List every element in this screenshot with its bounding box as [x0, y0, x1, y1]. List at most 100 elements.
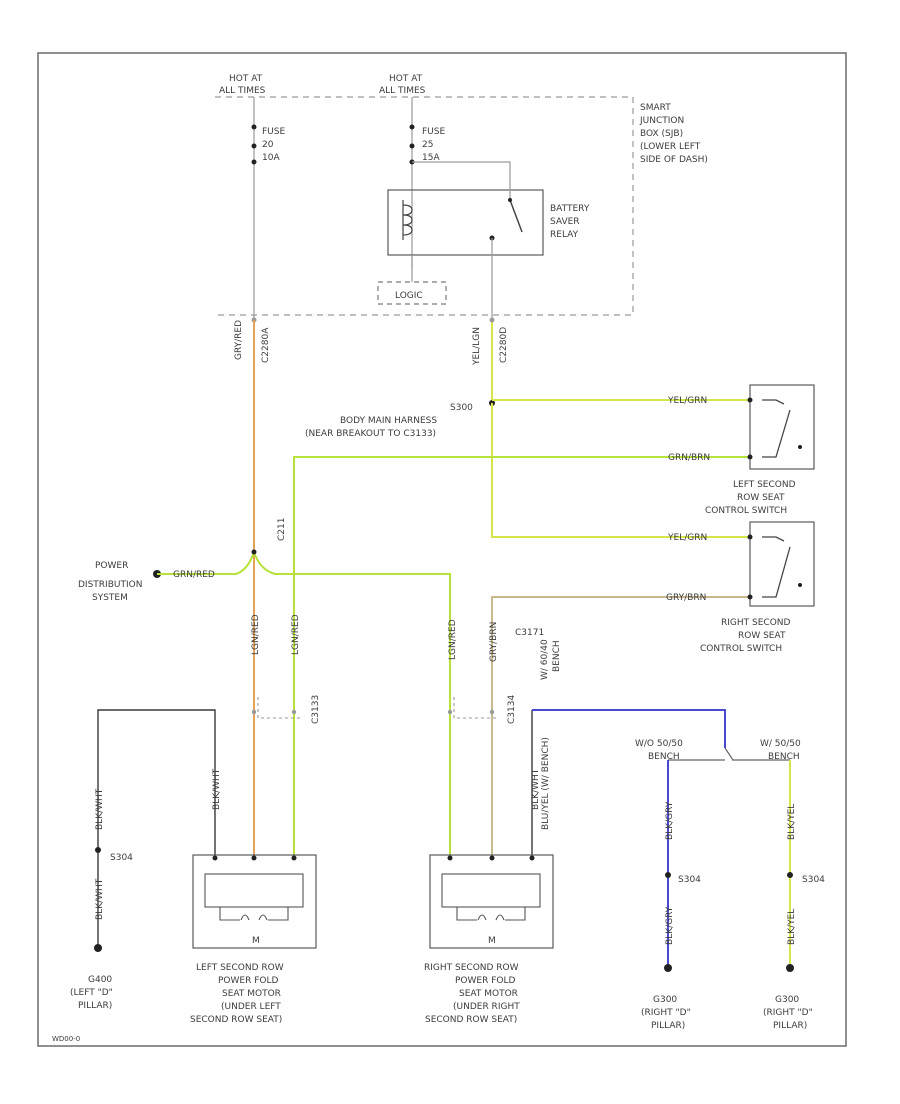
ground-2-label-1: G300 — [653, 995, 677, 1005]
right-motor-terminal-1 — [447, 855, 453, 861]
ground-2-label-2: (RIGHT "D" — [641, 1008, 691, 1018]
bench-50-50-label-1: W/ 50/50 — [760, 739, 801, 749]
blk-wht-left-ground-wire — [97, 709, 216, 945]
pds-label-2: DISTRIBUTION — [78, 580, 142, 590]
gry-brn-wire — [491, 596, 750, 855]
ground-2-label-3: PILLAR) — [651, 1021, 685, 1031]
left-switch-contact-point — [798, 445, 802, 449]
wire-blk-wht-2-label: BLK/WHT — [95, 878, 105, 920]
sjb-boundary — [215, 96, 634, 316]
splice-s304-mid-label: S304 — [678, 875, 701, 885]
right-motor-label-4: (UNDER RIGHT — [453, 1002, 520, 1012]
right-switch-label-3: CONTROL SWITCH — [700, 644, 782, 654]
connector-c3134-label: C3134 — [507, 695, 517, 724]
wire-gry-brn-2-label: GRY/BRN — [489, 622, 499, 662]
wire-blk-wht-4-label: BLK/WHT — [531, 768, 541, 810]
fuse-2-label-3: 15A — [422, 153, 440, 163]
wire-lgn-red-1-label: LGN/RED — [251, 614, 261, 655]
connector-c3134-pin-1 — [447, 709, 453, 715]
right-motor-terminal-2 — [489, 855, 495, 861]
ground-1-label-1: G400 — [88, 975, 112, 985]
splice-label-1: S300 — [450, 403, 473, 413]
right-switch-contact-point — [798, 583, 802, 587]
wire-blk-yel-1-label: BLK/YEL — [787, 804, 797, 840]
left-seat-control-switch — [749, 384, 815, 470]
left-motor-terminal-2 — [251, 855, 257, 861]
ground-1-label-3: PILLAR) — [78, 1001, 112, 1011]
source-2-label-1: HOT AT — [389, 74, 423, 84]
left-motor-label-4: (UNDER LEFT — [221, 1002, 281, 1012]
wire-green-1-label: GRN/BRN — [668, 453, 710, 463]
left-motor-terminal-3 — [291, 855, 297, 861]
left-switch-terminal-1 — [747, 397, 753, 403]
connector-c3133-bracket — [257, 697, 300, 719]
w-bench-label-2: BENCH — [552, 640, 562, 672]
relay-coil-icon — [402, 200, 413, 240]
fuse-2-top-terminal — [409, 124, 415, 130]
blu-yel-bench-wire — [532, 709, 726, 748]
left-motor-label-2: POWER FOLD — [218, 976, 278, 986]
left-switch-label-2: ROW SEAT — [737, 493, 785, 503]
left-motor-m-label: M — [252, 936, 260, 946]
source-1-label-1: HOT AT — [229, 74, 263, 84]
wire-lgn-red-3-label: LGN/RED — [448, 619, 458, 660]
diagram-frame — [37, 52, 847, 1047]
wire-yellow-1-label: YEL/GRN — [667, 396, 707, 406]
sjb-label-3: BOX (SJB) — [640, 129, 683, 139]
left-seat-motor — [192, 854, 317, 949]
right-switch-label-1: RIGHT SECOND — [721, 618, 791, 628]
connector-c3133-label: C3133 — [311, 695, 321, 724]
fuse-2-bottom-terminal — [409, 143, 415, 149]
left-switch-label-1: LEFT SECOND — [733, 480, 796, 490]
ground-3-label-2: (RIGHT "D" — [763, 1008, 813, 1018]
relay-label-3: RELAY — [550, 230, 579, 240]
bench-60-40-label-2: BENCH — [648, 752, 680, 762]
left-motor-terminal-1 — [212, 855, 218, 861]
wire-blk-wht-1-label: BLK/WHT — [95, 788, 105, 830]
right-switch-label-2: ROW SEAT — [738, 631, 786, 641]
pds-label-3: SYSTEM — [92, 593, 128, 603]
source-1-label-2: ALL TIMES — [219, 86, 266, 96]
connector-c2280d-pin — [489, 317, 495, 323]
relay-label-2: SAVER — [550, 217, 580, 227]
wire-blk-gry-2-label: BLK/GRY — [665, 906, 675, 945]
right-motor-icon — [456, 907, 526, 921]
right-switch-terminal-1 — [747, 534, 753, 540]
yellow-to-right-switch — [491, 403, 750, 538]
left-motor-label-3: SEAT MOTOR — [222, 989, 281, 999]
connector-c3133-pin-2 — [291, 709, 297, 715]
right-motor-label-3: SEAT MOTOR — [459, 989, 518, 999]
wire-yellow-2-label: YEL/GRN — [667, 533, 707, 543]
right-seat-control-switch — [749, 521, 815, 607]
relay-switch-pivot — [508, 198, 512, 202]
grn-red-feed-wire — [157, 548, 451, 855]
wire-blk-yel-2-label: BLK/YEL — [787, 909, 797, 945]
fuse-1-top-terminal — [251, 124, 257, 130]
wire-lgn-red-2-label: LGN/RED — [291, 614, 301, 655]
splice-s304-right — [787, 872, 793, 878]
w-bench-label-1: W/ 60/40 — [540, 639, 550, 680]
fuse-1-bottom-terminal — [251, 143, 257, 149]
wire-gry-red-label: GRY/RED — [234, 320, 244, 360]
right-switch-terminal-2 — [747, 594, 753, 600]
ground-g300-mid — [664, 964, 672, 972]
battery-saver-relay — [387, 189, 544, 256]
logic-label: LOGIC — [395, 291, 423, 301]
connector-c2280d-label: C2280D — [499, 327, 509, 363]
right-motor-label-1: RIGHT SECOND ROW — [424, 963, 519, 973]
splice-label-2: BODY MAIN HARNESS — [340, 416, 437, 426]
splice-s304-mid — [665, 872, 671, 878]
relay-label-1: BATTERY — [550, 204, 590, 214]
wire-gry-brn-label: GRY/BRN — [666, 593, 706, 603]
fuse-1-label-1: FUSE — [262, 127, 285, 137]
fuse-1-out-terminal — [251, 159, 257, 165]
bench-50-50-label-2: BENCH — [768, 752, 800, 762]
grn-brn-wire — [293, 456, 750, 855]
sjb-label-2: JUNCTION — [639, 116, 684, 126]
connector-c211-pin — [251, 549, 257, 555]
relay-switch-icon — [509, 199, 523, 233]
right-motor-m-label: M — [488, 936, 496, 946]
connector-c3134-pin-2 — [489, 709, 495, 715]
